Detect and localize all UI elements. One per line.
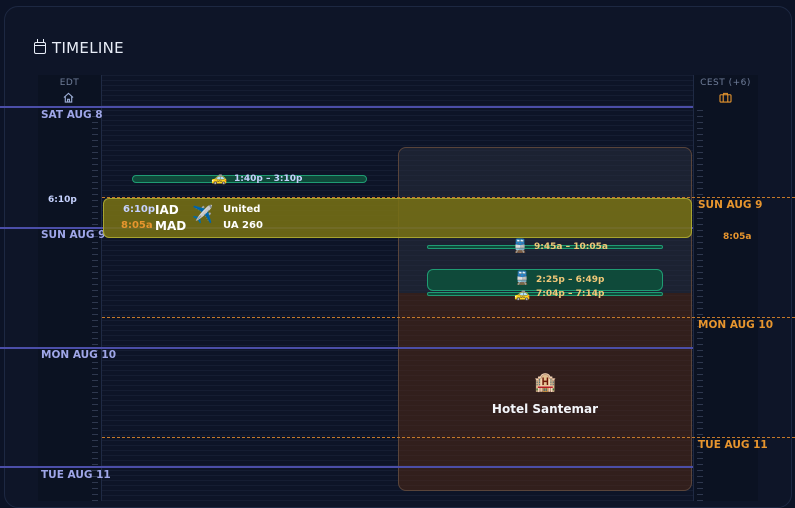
flight-to: MAD	[155, 219, 187, 233]
side-time-edt: 6:10p	[48, 195, 77, 205]
transit-time: 7:04p – 7:14p	[536, 289, 605, 299]
day-divider-edt	[0, 466, 693, 468]
column-divider	[693, 75, 694, 501]
day-label-cest: SUN AUG 9	[698, 199, 763, 211]
transit-time: 9:45a – 10:05a	[534, 242, 608, 252]
hour-ticks-right	[697, 110, 703, 501]
day-divider-cest	[102, 437, 795, 438]
cest-column	[693, 75, 758, 501]
column-divider	[101, 75, 102, 501]
train-icon: 🚆	[514, 271, 531, 286]
transit-taxi-1[interactable]	[132, 175, 367, 183]
day-label-cest: TUE AUG 11	[698, 439, 768, 451]
transit-taxi-2[interactable]	[427, 292, 663, 296]
transit-time: 1:40p – 3:10p	[234, 174, 303, 184]
transit-train-2[interactable]	[427, 269, 663, 291]
timeline-header: TIMELINE	[34, 39, 124, 57]
day-label-cest: MON AUG 10	[698, 319, 774, 331]
flight-number: UA 260	[223, 220, 263, 231]
flight-airline: United	[223, 204, 261, 215]
day-divider-cest	[102, 197, 795, 198]
day-label-edt: SAT AUG 8	[41, 109, 103, 121]
day-label-edt: SUN AUG 9	[41, 229, 106, 241]
timeline-title: TIMELINE	[52, 39, 124, 57]
taxi-icon: 🚕	[211, 171, 228, 186]
train-icon: 🚆	[512, 239, 529, 254]
flight-event[interactable]	[103, 198, 692, 238]
day-label-edt: TUE AUG 11	[41, 469, 111, 481]
day-divider-edt	[0, 106, 693, 108]
home-icon	[63, 92, 74, 103]
transit-train-1[interactable]	[427, 245, 663, 249]
edt-column	[38, 75, 101, 501]
flight-depart-time: 6:10p	[123, 204, 156, 215]
side-time-cest: 8:05a	[723, 232, 752, 242]
plane-icon: ✈️	[192, 205, 214, 225]
hotel-icon: 🏨	[534, 372, 557, 393]
timezone-label-right: CEST (+6)	[700, 78, 751, 88]
flight-from: IAD	[155, 203, 179, 217]
hour-ticks-left	[92, 110, 98, 501]
day-label-edt: MON AUG 10	[41, 349, 117, 361]
day-divider-edt	[0, 347, 693, 349]
flight-arrive-time: 8:05a	[121, 220, 153, 231]
transit-time: 2:25p – 6:49p	[536, 275, 605, 285]
timezone-label-left: EDT	[59, 78, 80, 88]
calendar-icon	[34, 39, 46, 54]
taxi-icon: 🚕	[514, 287, 531, 302]
luggage-icon	[719, 92, 732, 103]
hotel-name: Hotel Santemar	[491, 402, 599, 416]
day-divider-cest	[102, 317, 795, 318]
